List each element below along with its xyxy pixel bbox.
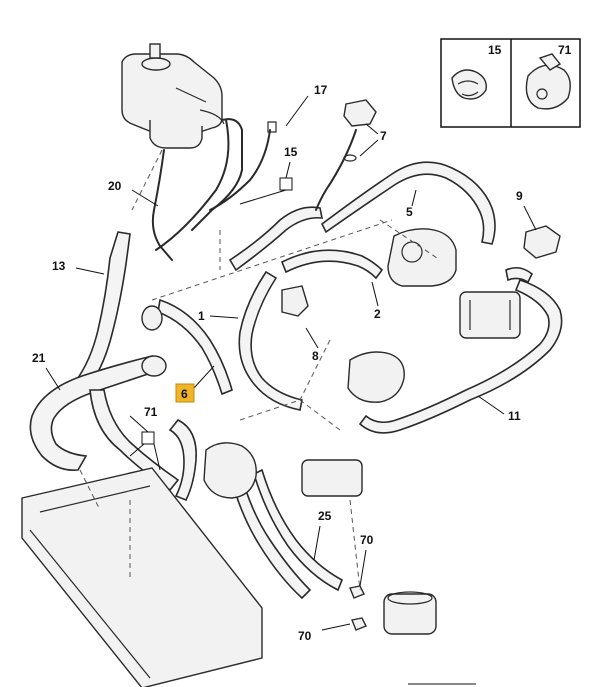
connector-7 <box>315 99 377 211</box>
hose-25b <box>253 468 344 592</box>
hose-upper <box>228 206 323 272</box>
callout-21: 21 <box>32 351 46 365</box>
callouts: 17 15 7 20 5 9 13 1 2 8 21 6 71 11 25 70… <box>32 83 523 643</box>
clip-70b <box>351 617 367 631</box>
heater-valve <box>301 459 363 497</box>
callout-9: 9 <box>516 189 523 203</box>
hose-1 <box>238 270 303 411</box>
callout-15: 15 <box>284 145 298 159</box>
callout-2: 2 <box>374 307 381 321</box>
callout-11: 11 <box>508 409 521 423</box>
clip-70a <box>349 585 365 599</box>
pump-assembly <box>301 351 405 497</box>
hose-17b <box>209 129 271 211</box>
hose-5 <box>320 161 496 245</box>
hose-2 <box>280 249 384 280</box>
callout-17: 17 <box>314 83 328 97</box>
radiator <box>21 467 263 687</box>
hose-20 <box>151 149 173 261</box>
hose-17 <box>191 118 243 231</box>
expansion-tank <box>121 43 225 149</box>
bracket-8 <box>281 285 309 317</box>
callout-20: 20 <box>108 179 122 193</box>
legend-label-71: 71 <box>558 43 572 57</box>
callout-6-highlight <box>175 383 195 403</box>
oil-cooler <box>383 591 437 635</box>
legend-box: 15 71 <box>440 38 581 128</box>
clip-15-icon <box>451 69 487 100</box>
callout-7: 7 <box>380 129 387 143</box>
callout-25: 25 <box>318 509 332 523</box>
water-outlet <box>203 442 257 499</box>
hose-20b <box>155 119 230 251</box>
hose-6b <box>168 418 197 502</box>
callout-70-lower: 70 <box>298 629 312 643</box>
locator-15 <box>279 177 293 191</box>
hose-25 <box>229 468 312 600</box>
callout-71: 71 <box>144 405 158 419</box>
leader-lines <box>45 95 537 631</box>
callout-8: 8 <box>312 349 319 363</box>
egr-cooler <box>459 291 521 339</box>
dashed-lines <box>79 149 441 591</box>
clip-71-icon <box>525 53 571 110</box>
locator-71 <box>141 431 155 445</box>
hose-6 <box>157 298 233 396</box>
callout-6: 6 <box>181 387 188 401</box>
callout-1: 1 <box>198 309 205 323</box>
callout-13: 13 <box>52 259 66 273</box>
hose-11 <box>358 279 563 434</box>
legend-label-15: 15 <box>488 43 502 57</box>
callout-5: 5 <box>406 205 413 219</box>
sensor-9 <box>523 225 561 259</box>
callout-70-upper: 70 <box>360 533 374 547</box>
thermostat-housing <box>387 228 457 287</box>
